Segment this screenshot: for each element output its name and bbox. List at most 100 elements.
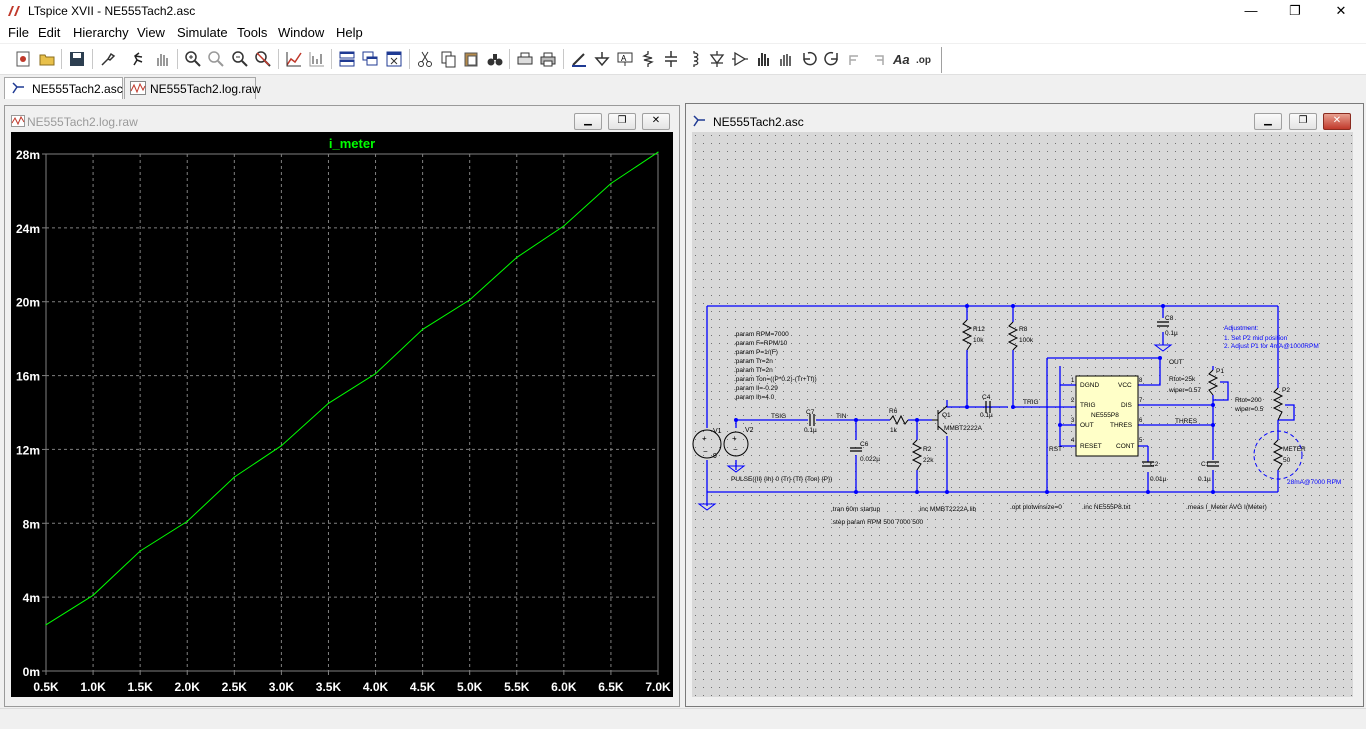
ground-symbol	[726, 465, 746, 473]
potentiometer-p1[interactable]: P1 Rtot=25k wiper=0.57	[1168, 368, 1224, 396]
tab-waveform[interactable]: NE555Tach2.log.raw	[124, 77, 261, 99]
ic-pin-number: 8	[1139, 378, 1143, 384]
waveform-window-titlebar[interactable]: NE555Tach2.log.raw ▁ ❐ ✕	[5, 106, 679, 130]
draw-wire-icon[interactable]	[570, 50, 588, 68]
menu-view[interactable]: View	[137, 25, 165, 40]
waveform-close-button[interactable]: ✕	[642, 113, 670, 130]
capacitor-c6[interactable]: C6 0.022µ	[850, 441, 880, 463]
data-point	[92, 594, 94, 596]
component-icon[interactable]	[731, 50, 749, 68]
directive-step: .step param RPM 500 7000 500	[831, 519, 924, 526]
tile-horizontal-icon[interactable]	[338, 50, 356, 68]
cut-icon[interactable]	[416, 50, 434, 68]
redo-icon[interactable]	[823, 50, 841, 68]
directive-param: .param P=1/(F)	[734, 349, 778, 356]
find-binoculars-icon[interactable]	[486, 50, 504, 68]
menu-window[interactable]: Window	[278, 25, 325, 40]
transistor-q1[interactable]: Q1 MMBT2222A	[932, 405, 983, 435]
new-schematic-icon[interactable]	[14, 50, 32, 68]
paste-icon[interactable]	[462, 50, 480, 68]
menu-simulate[interactable]: Simulate	[177, 25, 228, 40]
minimize-button[interactable]: —	[1244, 3, 1258, 18]
pan-icon[interactable]	[207, 50, 225, 68]
capacitor-c7[interactable]: C7 0.1µ	[804, 409, 817, 434]
y-tick-label: 20m	[16, 296, 40, 310]
capacitor-c8[interactable]: C8 0.1µ	[1157, 315, 1178, 337]
print-preview-icon[interactable]	[516, 50, 534, 68]
voltage-source-v1[interactable]: + − V1 9	[692, 428, 722, 460]
zoom-in-icon[interactable]	[184, 50, 202, 68]
maximize-button[interactable]: ❐	[1289, 3, 1301, 18]
cascade-icon[interactable]	[361, 50, 379, 68]
waveform-minimize-button[interactable]: ▁	[574, 113, 602, 130]
run-icon[interactable]	[129, 50, 147, 68]
schematic-close-button[interactable]: ✕	[1323, 113, 1351, 130]
schematic-window-titlebar[interactable]: NE555Tach2.asc ▁ ❐ ✕	[686, 104, 1363, 130]
waveform-window-title: NE555Tach2.log.raw	[27, 115, 138, 129]
resistor-r8[interactable]: R8 100k	[1007, 321, 1034, 351]
x-tick-label: 2.5K	[222, 680, 248, 694]
ne555-ic[interactable]: DGND VCC TRIG DIS NE555P8 OUT THRES RESE…	[1071, 375, 1143, 457]
close-all-icon[interactable]	[385, 50, 403, 68]
menu-edit[interactable]: Edit	[38, 25, 61, 40]
rotate-icon[interactable]	[846, 50, 864, 68]
resistor-r12[interactable]: R12 10k	[961, 319, 985, 351]
inductor-icon[interactable]	[685, 50, 703, 68]
waveform-restore-button[interactable]: ❐	[608, 113, 636, 130]
schematic-restore-button[interactable]: ❐	[1289, 113, 1317, 130]
autorange-icon[interactable]	[285, 50, 303, 68]
potentiometer-p2[interactable]: P2 Rtot=200 wiper=0.5	[1234, 387, 1290, 421]
x-tick-label: 1.0K	[80, 680, 106, 694]
resistor-r6[interactable]: R6 1k	[889, 408, 909, 434]
schematic-canvas[interactable]: + − V1 9 + − V2 .param RPM=7000 .param F…	[692, 132, 1353, 697]
drag-hand-icon[interactable]	[777, 50, 795, 68]
waveform-icon	[11, 115, 25, 127]
zoom-out-icon[interactable]	[231, 50, 249, 68]
save-icon[interactable]	[68, 50, 86, 68]
tab-schematic[interactable]: NE555Tach2.asc	[4, 77, 123, 99]
ic-pin-label: TRIG	[1080, 402, 1096, 409]
text-icon[interactable]: Aa	[892, 50, 910, 68]
print-icon[interactable]	[539, 50, 557, 68]
r8-value: 100k	[1019, 337, 1034, 344]
resistor-icon[interactable]	[639, 50, 657, 68]
data-point	[657, 151, 659, 153]
schematic-minimize-button[interactable]: ▁	[1254, 113, 1282, 130]
c6-value: 0.022µ	[860, 456, 880, 463]
menu-help[interactable]: Help	[336, 25, 363, 40]
diode-icon[interactable]	[708, 50, 726, 68]
move-hand-icon[interactable]	[754, 50, 772, 68]
halt-hand-icon[interactable]	[153, 50, 171, 68]
resistor-r2[interactable]: R2 22k	[911, 439, 934, 471]
copy-icon[interactable]	[439, 50, 457, 68]
schematic-window-title: NE555Tach2.asc	[713, 115, 804, 129]
spice-directive-icon[interactable]: .op	[915, 50, 933, 68]
waveform-icon	[130, 81, 146, 95]
x-tick-label: 7.0K	[645, 680, 671, 694]
mirror-icon[interactable]	[869, 50, 887, 68]
meter-resistor[interactable]: METER 50 28mA@7000 RPM	[1253, 430, 1341, 486]
label-net-icon[interactable]: A	[616, 50, 634, 68]
zoom-fit-icon[interactable]	[254, 50, 272, 68]
svg-text:+: +	[732, 434, 737, 443]
control-panel-icon[interactable]	[99, 50, 117, 68]
menu-hierarchy[interactable]: Hierarchy	[73, 25, 129, 40]
capacitor-c2[interactable]: C2 0.01µ	[1142, 461, 1167, 483]
capacitor-icon[interactable]	[662, 50, 680, 68]
menu-tools[interactable]: Tools	[237, 25, 268, 40]
menu-file[interactable]: File	[8, 25, 29, 40]
undo-icon[interactable]	[800, 50, 818, 68]
open-folder-icon[interactable]	[38, 50, 56, 68]
p1-ref: P1	[1216, 368, 1224, 375]
fft-icon[interactable]	[308, 50, 326, 68]
y-tick-label: 8m	[23, 517, 40, 531]
capacitor-c1[interactable]: C1 0.1µ	[1198, 461, 1219, 483]
ground-icon[interactable]	[593, 50, 611, 68]
toolbar: A Aa .op	[0, 44, 1366, 75]
capacitor-c4[interactable]: C4 0.1µ	[980, 394, 993, 419]
close-button[interactable]: ✕	[1335, 3, 1347, 18]
voltage-source-v2[interactable]: + − V2	[723, 427, 754, 457]
net-label-trig: TRIG	[1023, 399, 1039, 406]
v1-value: 9	[713, 453, 717, 460]
